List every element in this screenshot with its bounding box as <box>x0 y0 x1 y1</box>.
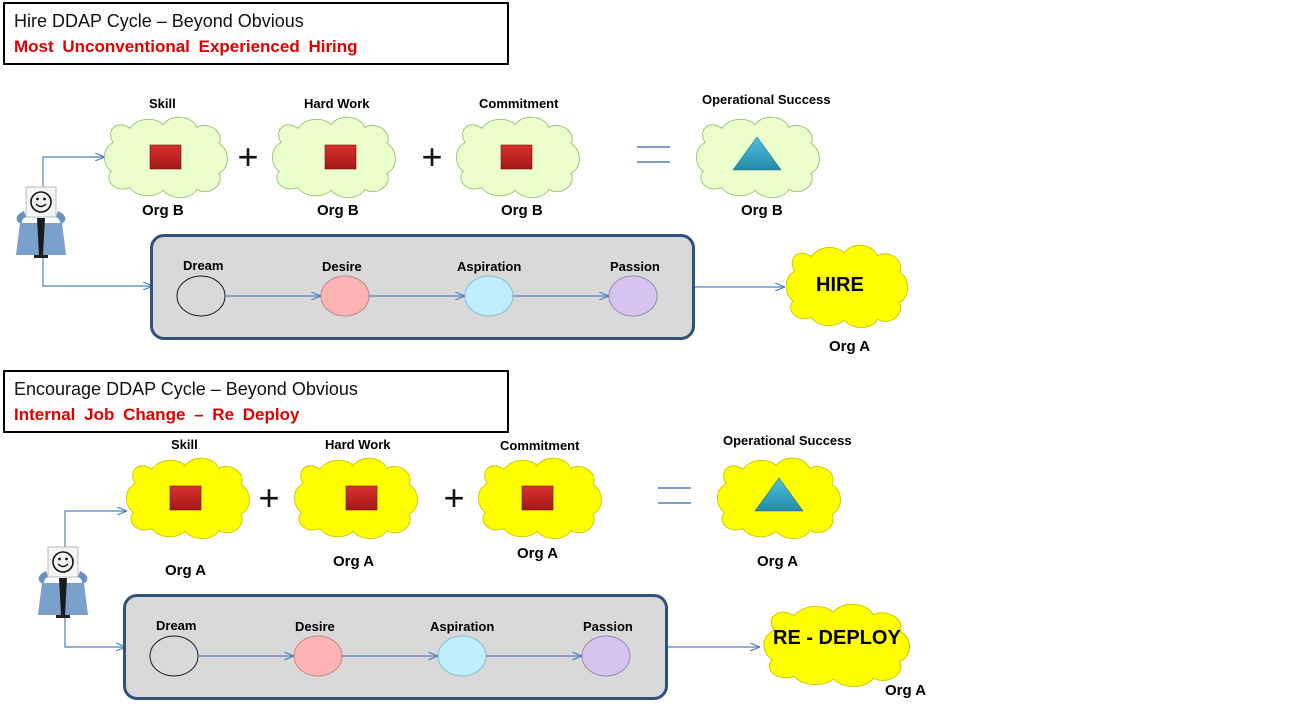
stage-label-passion: Passion <box>610 259 660 274</box>
ddap-flow <box>149 635 631 677</box>
outcome-org-label: Org A <box>829 338 871 355</box>
section1-title: Hire DDAP Cycle – Beyond Obvious <box>14 11 304 31</box>
section2-subtitle: Internal Job Change – Re Deploy <box>14 405 300 424</box>
stage-label-desire: Desire <box>322 259 362 274</box>
cloud-top-label: Skill <box>171 437 198 452</box>
triangle-icon <box>754 477 804 512</box>
cloud-org-label: Org A <box>333 553 375 570</box>
cloud-org-label: Org A <box>517 545 559 562</box>
cloud-top-label: Operational Success <box>702 92 831 107</box>
outcome-org-label: Org A <box>885 682 927 699</box>
triangle-icon <box>732 136 782 171</box>
circle-passion <box>608 275 658 317</box>
section1-title-box: Hire DDAP Cycle – Beyond Obvious Most Un… <box>3 2 509 65</box>
stage-label-dream: Dream <box>156 618 197 633</box>
connector-line <box>42 157 104 195</box>
cloud-org-label: Org B <box>741 202 783 219</box>
plus-sign: + <box>443 477 464 518</box>
square-icon <box>345 485 378 511</box>
cloud-org-label: Org A <box>165 562 207 579</box>
cloud-top-label: Commitment <box>479 96 559 111</box>
stage-label-aspiration: Aspiration <box>457 259 522 274</box>
ddap-flow <box>176 275 658 317</box>
section1-subtitle: Most Unconventional Experienced Hiring <box>14 37 358 56</box>
ddap-process-box: Dream Desire Aspiration Passion <box>123 594 668 700</box>
outcome-hire: HIRE <box>816 274 864 296</box>
square-icon <box>521 485 554 511</box>
plus-sign: + <box>421 136 442 177</box>
person-holding-smiley-icon <box>38 546 88 618</box>
square-icon <box>169 485 202 511</box>
cloud-org-label: Org B <box>142 202 184 219</box>
cloud-org-label: Org B <box>317 202 359 219</box>
stage-label-dream: Dream <box>183 258 224 273</box>
circle-dream <box>149 635 199 677</box>
stage-label-aspiration: Aspiration <box>430 619 495 634</box>
outcome-re-deploy: RE - DEPLOY <box>773 627 901 649</box>
square-icon <box>500 144 533 170</box>
cloud-org-label: Org B <box>501 202 543 219</box>
square-icon <box>149 144 182 170</box>
section2-title-box: Encourage DDAP Cycle – Beyond Obvious In… <box>3 370 509 433</box>
cloud-top-label: Commitment <box>500 438 580 453</box>
ddap-process-box: Dream Desire Aspiration Passion <box>150 234 695 340</box>
circle-aspiration <box>437 635 487 677</box>
stage-label-desire: Desire <box>295 619 335 634</box>
cloud-top-label: Operational Success <box>723 433 852 448</box>
person-holding-smiley-icon <box>16 186 66 258</box>
plus-sign: + <box>237 136 258 177</box>
square-icon <box>324 144 357 170</box>
cloud-org-label: Org A <box>757 553 799 570</box>
connector-line <box>64 604 125 647</box>
plus-sign: + <box>258 477 279 518</box>
stage-label-passion: Passion <box>583 619 633 634</box>
cloud-top-label: Skill <box>149 96 176 111</box>
circle-passion <box>581 635 631 677</box>
section2-title: Encourage DDAP Cycle – Beyond Obvious <box>14 379 358 399</box>
cloud-top-label: Hard Work <box>304 96 370 111</box>
circle-desire <box>293 635 343 677</box>
cloud-top-label: Hard Work <box>325 437 391 452</box>
connector-line <box>64 511 126 558</box>
